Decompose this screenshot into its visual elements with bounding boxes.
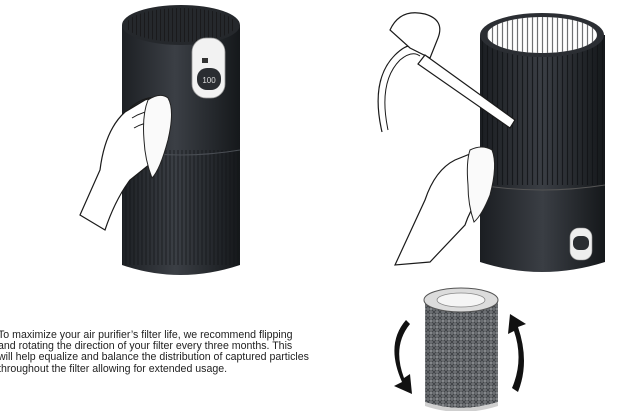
rotate-arrow-left-icon [394,320,412,394]
rotate-arrow-right-icon [508,314,526,392]
caption-line: To maximize your air purifier’s filter l… [0,329,293,341]
caption-line: will help equalize and balance the distr… [0,351,309,364]
caption-text: To maximize your air purifier’s filter l… [0,329,363,375]
purifier-wipe-illustration: 100 [79,5,241,275]
purifier-display-value: 100 [202,76,216,85]
caption-line: and rotating the direction of your filte… [0,340,293,353]
filter-rotate-illustration [394,287,526,411]
caption-line: throughout the filter allowing for exten… [0,362,228,375]
vacuum-clean-illustration [377,12,606,272]
